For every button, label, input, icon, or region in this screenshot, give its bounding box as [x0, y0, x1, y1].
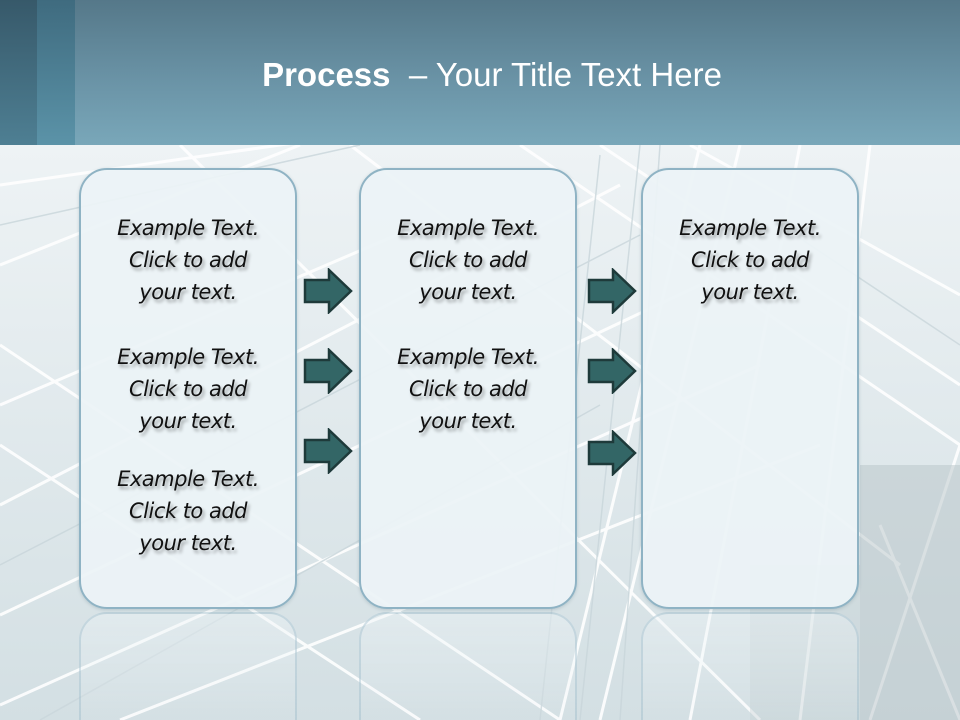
header-accent-stripe-light	[37, 0, 75, 145]
title-rest-part: – Your Title Text Here	[399, 56, 722, 93]
text-line: your text.	[139, 531, 237, 555]
title-bold-part: Process	[262, 56, 400, 93]
text-line: Click to add	[408, 377, 528, 401]
text-placeholder[interactable]: Example Text. Click to add your text.	[361, 341, 575, 437]
right-arrow-icon[interactable]	[587, 348, 637, 394]
header-accent-stripe-dark	[0, 0, 37, 145]
text-line: Click to add	[690, 248, 810, 272]
process-step-box-2[interactable]: Example Text. Click to add your text. Ex…	[359, 168, 577, 609]
text-placeholder[interactable]: Example Text. Click to add your text.	[81, 341, 295, 437]
box-reflection-3	[641, 612, 859, 720]
right-arrow-icon[interactable]	[303, 268, 353, 314]
text-placeholder[interactable]: Example Text. Click to add your text.	[81, 212, 295, 308]
text-line: Click to add	[408, 248, 528, 272]
text-placeholder[interactable]: Example Text. Click to add your text.	[361, 212, 575, 308]
text-line: Click to add	[128, 377, 248, 401]
text-line: Click to add	[128, 499, 248, 523]
text-line: Example Text.	[679, 216, 821, 240]
text-line: your text.	[139, 280, 237, 304]
text-line: Click to add	[128, 248, 248, 272]
text-placeholder[interactable]: Example Text. Click to add your text.	[643, 212, 857, 308]
text-line: your text.	[701, 280, 799, 304]
right-arrow-icon[interactable]	[303, 428, 353, 474]
slide-title[interactable]: Process – Your Title Text Here	[0, 52, 960, 98]
right-arrow-icon[interactable]	[587, 430, 637, 476]
right-arrow-icon[interactable]	[587, 268, 637, 314]
text-placeholder[interactable]: Example Text. Click to add your text.	[81, 463, 295, 559]
text-line: Example Text.	[117, 216, 259, 240]
title-bar: Process – Your Title Text Here	[0, 0, 960, 145]
text-line: Example Text.	[117, 345, 259, 369]
text-line: Example Text.	[397, 345, 539, 369]
text-line: your text.	[139, 409, 237, 433]
process-step-box-1[interactable]: Example Text. Click to add your text. Ex…	[79, 168, 297, 609]
text-line: your text.	[419, 409, 517, 433]
text-line: your text.	[419, 280, 517, 304]
right-arrow-icon[interactable]	[303, 348, 353, 394]
text-line: Example Text.	[117, 467, 259, 491]
process-step-box-3[interactable]: Example Text. Click to add your text.	[641, 168, 859, 609]
box-reflection-2	[359, 612, 577, 720]
text-line: Example Text.	[397, 216, 539, 240]
box-reflection-1	[79, 612, 297, 720]
